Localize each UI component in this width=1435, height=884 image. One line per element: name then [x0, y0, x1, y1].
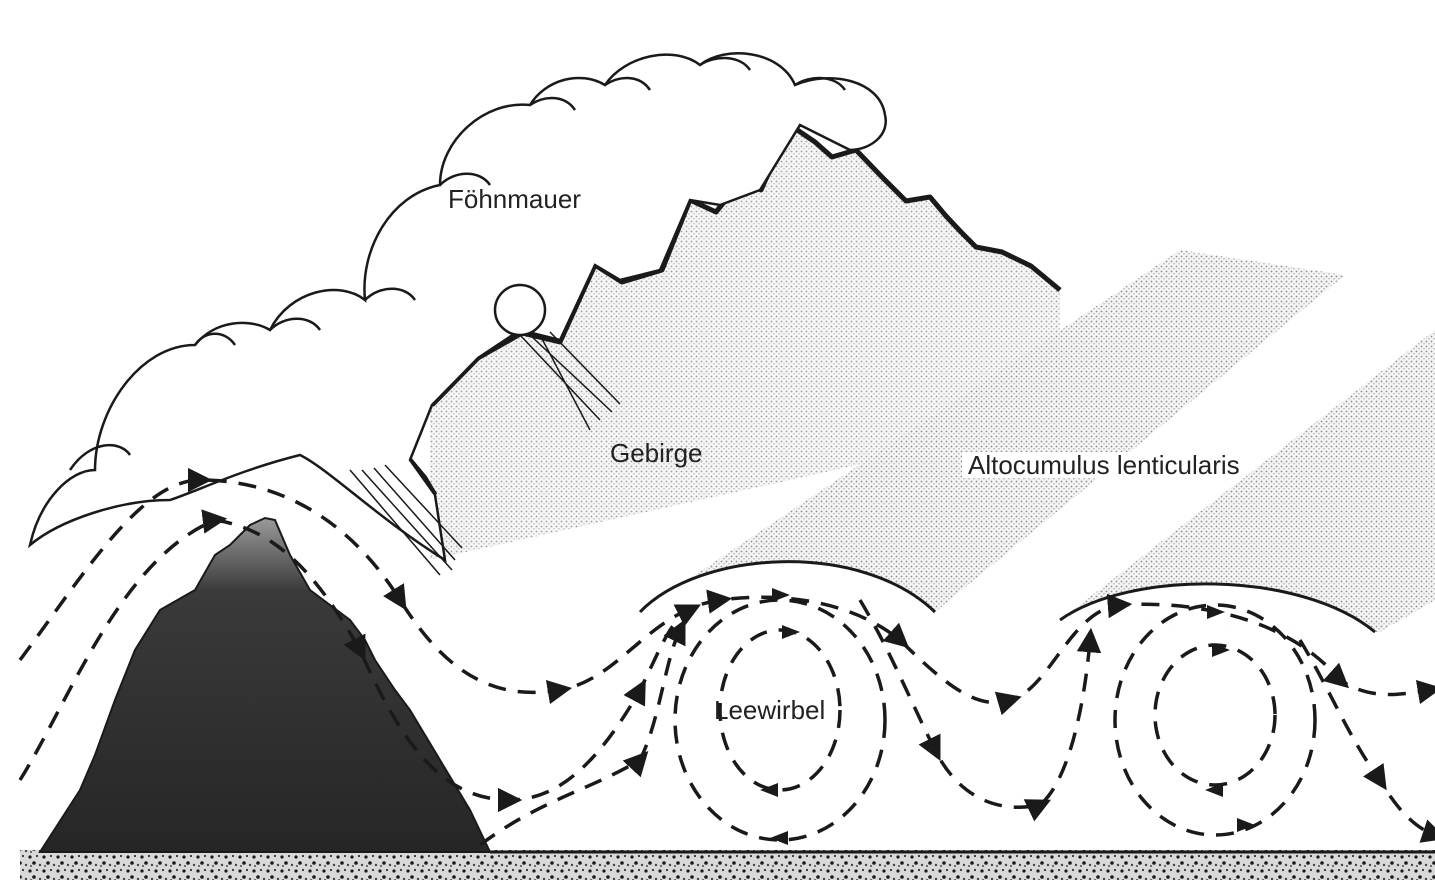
ground-strip	[20, 850, 1435, 880]
lee-vortex-outer-2	[1115, 605, 1315, 835]
foreground-mountain	[40, 518, 490, 852]
label-lenticular: Altocumulus lenticularis	[962, 452, 1246, 478]
label-mountains: Gebirge	[610, 440, 703, 466]
vortex-arrows	[760, 588, 1255, 845]
label-lee-vortex: Leewirbel	[714, 697, 825, 723]
label-foehnwall: Föhnmauer	[448, 186, 581, 212]
lee-vortex-inner-2	[1155, 645, 1275, 785]
